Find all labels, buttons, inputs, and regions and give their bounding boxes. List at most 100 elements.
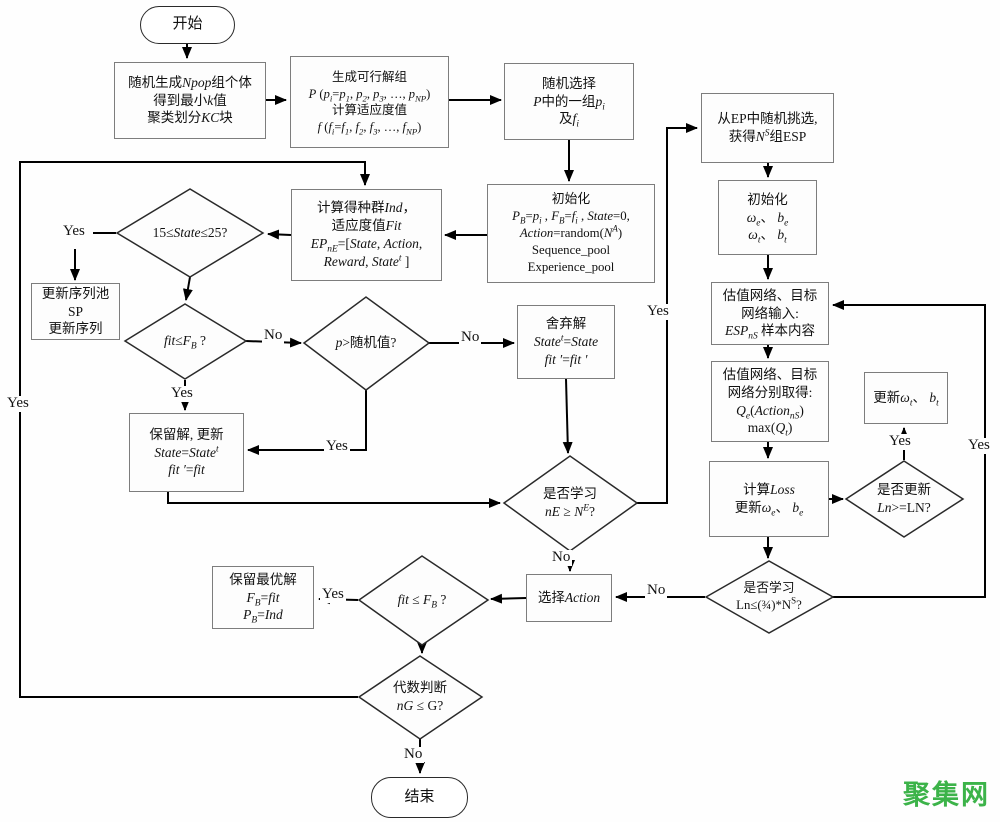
gen-judge-decision-label-line-1: nG ≤ G? [396,698,444,713]
network-obtain-box: 估值网络、目标网络分别取得:Qe(ActionnS)max(Qt) [711,361,829,442]
state-range-decision-label-line-0: 15≤State≤25? [152,224,228,240]
keep-best-solution-box-line-2: PB=Ind [243,607,283,627]
network-obtain-box-line-0: 估值网络、目标 [722,366,818,382]
edge-label-q-yes: Yes [887,433,913,450]
diamond-update-q [844,460,965,538]
update-target-weights-box-line-0: 更新ωt、 bt [873,390,939,409]
edge-label-gen-no: No [402,746,425,763]
generate-individuals-box: 随机生成Npop组个体得到最小k值聚类划分KC块 [114,62,266,139]
initialize-right-box-line-1: ωe、 be [746,209,789,229]
diamond-learn-ne [502,455,639,552]
update-q-decision-label: 是否更新 Ln>=LN? [849,475,959,523]
select-action-box: 选择Action [526,574,612,622]
watermark-text: 聚集网 [903,780,990,810]
edge-label-p-no: No [459,329,482,346]
feasible-solution-set-box-line-1: P (pi=p1, p2, p3, …, pNP) [308,86,431,103]
random-select-box-line-0: 随机选择 [542,75,596,91]
discard-solution-box-line-2: fit ′=fit ′ [544,351,588,367]
discard-solution-box-line-1: Statet=State [533,333,599,350]
initialize-mid-box-line-2: Action=random(NA) [519,223,623,241]
calc-loss-box: 计算Loss 更新ωe、 be [709,461,829,537]
keep-solution-box-line-2: fit ′=fit [168,462,205,478]
network-obtain-box-line-3: max(Qt) [747,420,793,439]
keep-solution-box-line-0: 保留解, 更新 [149,426,224,442]
network-obtain-box-line-1: 网络分别取得: [727,384,813,400]
ep-random-pick-box-line-0: 从EP中随机挑选, [717,111,818,127]
edge-staterange-fit1 [182,276,193,301]
start-terminal: 开始 [140,6,235,44]
discard-solution-box-line-0: 舍弃解 [545,316,587,332]
diamond-fit-fb2 [357,555,490,646]
ep-random-pick-box-line-1: 获得NS组ESP [728,128,807,144]
fit-fb2-decision-label: fit ≤ FB ? [362,587,482,613]
keep-solution-box: 保留解, 更新 State=Statet fit ′=fit [129,413,244,492]
select-action-box-line-0: 选择Action [537,590,601,606]
gen-judge-decision-label: 代数判断 nG ≤ G? [360,673,480,721]
fit-fb1-decision-label-line-0: fit≤FB ? [163,332,207,352]
edge-label-fit1-no: No [262,327,285,344]
learn-ne-decision-label-line-0: 是否学习 [543,485,597,501]
end-terminal-line-0: 结束 [404,788,435,805]
p-random-decision-label: p>随机值? [316,330,416,356]
network-input-box: 估值网络、目标网络输入: ESPnS 样本内容 [711,282,829,345]
initialize-mid-box-line-0: 初始化 [551,192,591,207]
edge-label-state-yes: Yes [61,223,87,240]
diamond-gen-judge [357,655,484,740]
initialize-mid-box-line-4: Experience_pool [527,259,615,274]
initialize-right-box-line-2: ωt、 bt [748,227,787,247]
generate-individuals-box-line-0: 随机生成Npop组个体 [128,74,252,90]
p-random-decision-label-line-0: p>随机值? [335,334,397,350]
calc-population-box-line-2: EPnE=[State, Action, [310,236,423,255]
keep-best-solution-box-line-0: 保留最优解 [229,571,297,587]
learn-ne-decision-label-line-1: nE ≥ NE? [545,503,595,519]
update-q-decision-label-line-0: 是否更新 [877,481,931,497]
edge-label-gen-yes: Yes [5,395,31,412]
end-terminal: 结束 [371,777,468,818]
calc-loss-box-line-1: 更新ωe、 be [734,500,804,519]
ep-random-pick-box: 从EP中随机挑选,获得NS组ESP [701,93,834,163]
edge-discard-ne [562,378,573,454]
learn-ln-decision-label-line-1: Ln≤(¾)*NS? [736,595,802,612]
calc-loss-box-line-0: 计算Loss [743,482,795,498]
calc-population-box-line-3: Reward, Statet ] [323,253,410,269]
edge-label-fit1-yes: Yes [169,385,195,402]
initialize-mid-box-line-1: PB=pi , FB=fi , State=0, [512,209,630,226]
calc-population-box-line-1: 适应度值Fit [331,218,402,234]
edge-keep-ne [167,492,501,508]
feasible-solution-set-box-line-0: 生成可行解组 [331,70,407,84]
state-range-decision-label: 15≤State≤25? [120,219,260,247]
diamond-learn-ln [704,560,835,634]
learn-ln-decision-label-line-0: 是否学习 [743,580,795,595]
start-terminal-line-0: 开始 [172,16,203,33]
diamond-fit-fb1 [123,303,248,380]
keep-solution-box-line-1: State=Statet [154,444,219,460]
fit-fb2-decision-label-line-0: fit ≤ FB ? [397,591,447,611]
edge-label-ne-no: No [550,549,573,566]
network-input-box-line-1: 网络输入: [741,305,799,321]
initialize-mid-box-line-3: Sequence_pool [531,242,611,257]
edge-label-fit2-yes: Yes [320,586,346,603]
calc-population-box-line-0: 计算得种群Ind， [317,200,416,216]
edge-p-yes [247,390,367,455]
gen-judge-decision-label-line-0: 代数判断 [393,679,447,695]
generate-individuals-box-line-1: 得到最小k值 [153,92,227,108]
initialize-right-box-line-0: 初始化 [747,191,788,207]
learn-ne-decision-label: 是否学习 nE ≥ NE? [510,479,630,527]
network-input-box-line-0: 估值网络、目标 [722,287,818,303]
update-sequence-pool-box-line-1: SP [67,303,84,319]
network-input-box-line-2: ESPnS 样本内容 [724,323,816,343]
edge-label-ln-loop-yes: Yes [966,437,992,454]
update-q-decision-label-line-1: Ln>=LN? [877,500,931,515]
edge-label-p-yes: Yes [324,438,350,455]
initialize-mid-box: 初始化 PB=pi , FB=fi , State=0,Action=random… [487,184,655,283]
feasible-solution-set-box-line-3: f (fi=f1, f2, f3, …, fNP) [317,119,422,136]
random-select-box-line-2: 及fi [559,111,579,131]
random-select-box-line-1: P中的一组pi [533,93,605,113]
